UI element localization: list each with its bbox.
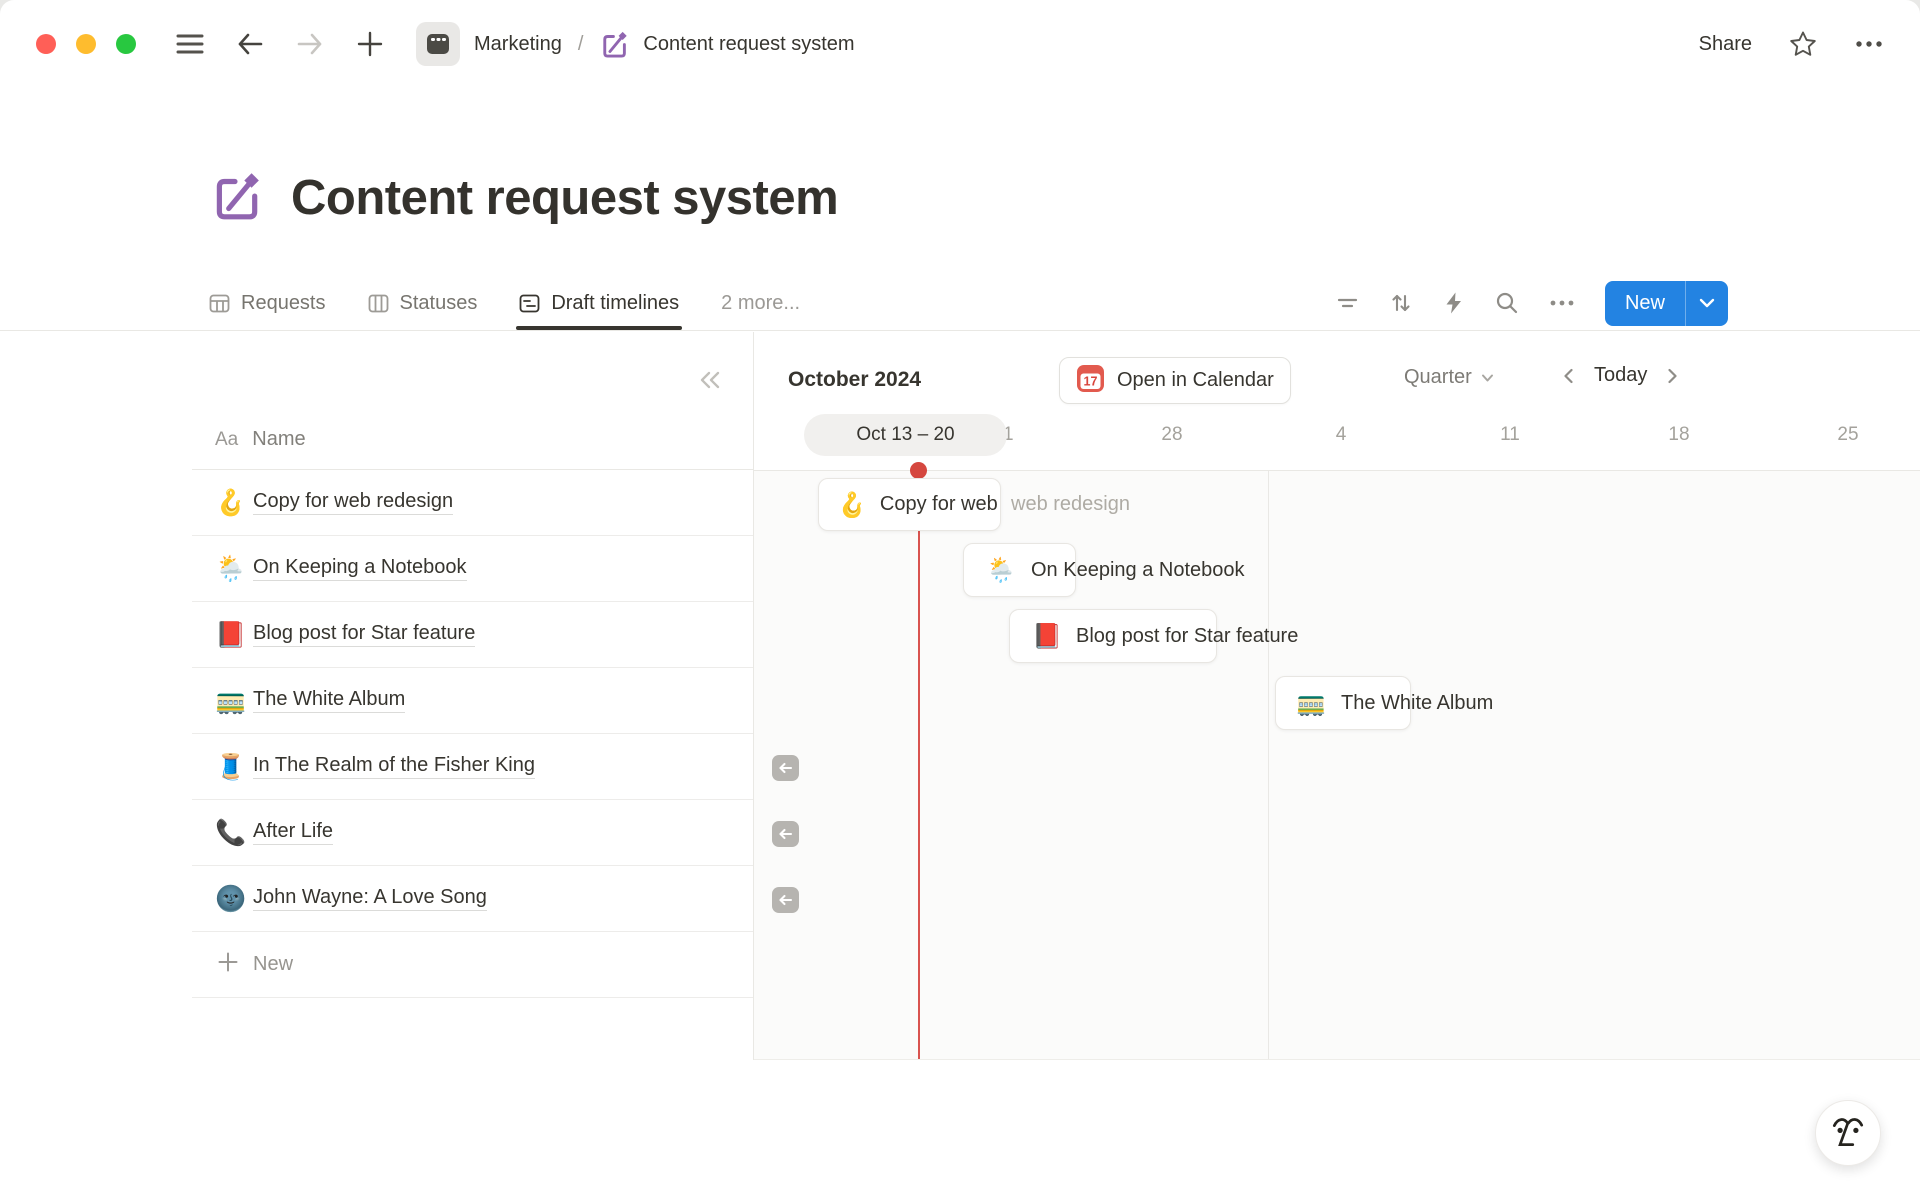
view-settings-icon[interactable] xyxy=(1549,299,1575,307)
table-row[interactable]: 🚃 The White Album xyxy=(192,668,753,734)
row-emoji-red-book: 📕 xyxy=(215,619,247,649)
plus-icon xyxy=(217,951,253,978)
automations-icon[interactable] xyxy=(1443,291,1465,315)
row-emoji-sun-rain-cloud: 🌦️ xyxy=(215,553,247,583)
new-button-label[interactable]: New xyxy=(1624,291,1665,314)
filter-icon[interactable] xyxy=(1336,292,1359,314)
name-column-header[interactable]: Aa Name xyxy=(192,410,753,470)
tick-label: 11 xyxy=(1500,424,1520,445)
previous-period-icon[interactable] xyxy=(1561,367,1576,385)
compose-page-icon xyxy=(599,29,629,59)
share-button[interactable]: Share xyxy=(1698,32,1752,55)
text-property-icon: Aa xyxy=(215,428,239,450)
back-icon[interactable] xyxy=(236,31,264,57)
card-emoji-red-book: 📕 xyxy=(1032,622,1062,650)
open-in-calendar-button[interactable]: 17 Open in Calendar xyxy=(1059,357,1291,404)
chevron-down-icon xyxy=(1481,374,1493,381)
tab-draft-timelines[interactable]: Draft timelines xyxy=(516,276,682,330)
sort-icon[interactable] xyxy=(1389,291,1413,315)
search-icon[interactable] xyxy=(1495,291,1519,315)
timeline-card[interactable]: 📕 xyxy=(1009,609,1217,663)
row-emoji-telephone: 📞 xyxy=(215,817,247,847)
card-emoji-tram-car: 🚃 xyxy=(1296,689,1326,717)
notion-ai-button[interactable] xyxy=(1815,1100,1881,1166)
row-emoji-hook: 🪝 xyxy=(215,487,247,517)
scroll-to-item-left-button[interactable] xyxy=(772,887,799,913)
today-marker-dot xyxy=(910,462,927,479)
row-title-link[interactable]: John Wayne: A Love Song xyxy=(253,886,487,911)
more-options-icon[interactable] xyxy=(1854,39,1884,49)
timeline-card[interactable]: 🌦️ xyxy=(963,543,1076,597)
timeline-canvas: web redesign 🪝 Copy for web redesign 🌦️ … xyxy=(754,462,1920,1060)
tab-requests[interactable]: Requests xyxy=(209,276,326,330)
new-record-button[interactable]: New xyxy=(1604,280,1728,326)
table-row[interactable]: 🪝 Copy for web redesign xyxy=(192,470,753,536)
new-page-icon[interactable] xyxy=(356,30,384,58)
breadcrumb-separator: / xyxy=(577,32,584,55)
window-controls xyxy=(36,34,136,54)
tab-more-views[interactable]: 2 more... xyxy=(721,291,801,314)
row-emoji-new-moon-face: 🌚 xyxy=(215,883,247,913)
tick-label: 28 xyxy=(1161,424,1183,445)
collapse-table-icon[interactable] xyxy=(697,368,723,397)
new-button-dropdown-chevron-icon[interactable] xyxy=(1686,281,1728,326)
month-gridline xyxy=(1268,471,1269,1059)
forward-icon[interactable] xyxy=(296,31,324,57)
tick-label: 18 xyxy=(1668,424,1690,445)
scroll-to-item-left-button[interactable] xyxy=(772,821,799,847)
ai-face-icon xyxy=(1832,1118,1864,1146)
tick-label: 4 xyxy=(1335,424,1347,445)
svg-text:17: 17 xyxy=(1084,374,1098,388)
timeline-zoom-select[interactable]: Quarter xyxy=(1404,366,1495,389)
page-title-icon[interactable] xyxy=(209,168,263,227)
timeline-month-label: October 2024 xyxy=(788,368,922,391)
view-tabs-bar: Requests Statuses Draft timelines 2 more… xyxy=(0,276,1920,331)
breadcrumb: Marketing / Content request system xyxy=(416,22,855,66)
today-button[interactable]: Today xyxy=(1594,364,1648,386)
table-row[interactable]: 🌚 John Wayne: A Love Song xyxy=(192,866,753,932)
close-window-button[interactable] xyxy=(36,34,56,54)
arrow-left-icon xyxy=(779,762,793,774)
breadcrumb-page[interactable]: Content request system xyxy=(643,32,855,55)
timeline-date-ticks: 21 28 4 11 18 25 Oct 13 – 20 xyxy=(754,414,1920,470)
card-overflow-text: web redesign xyxy=(1011,493,1130,515)
workspace-page-icon[interactable] xyxy=(416,22,460,66)
row-title-link[interactable]: After Life xyxy=(253,820,334,845)
next-period-icon[interactable] xyxy=(1665,367,1680,385)
today-line xyxy=(918,471,920,1059)
favorite-star-icon[interactable] xyxy=(1788,29,1818,59)
row-title-link[interactable]: The White Album xyxy=(253,688,406,713)
tick-label: 25 xyxy=(1837,424,1859,445)
add-new-row-button[interactable]: New xyxy=(192,932,753,998)
row-emoji-tram-car: 🚃 xyxy=(215,685,247,715)
row-emoji-thread: 🧵 xyxy=(215,751,247,781)
timeline-card[interactable]: 🪝 Copy for web redesign xyxy=(818,478,1001,531)
tab-statuses[interactable]: Statuses xyxy=(368,276,477,330)
name-column-label: Name xyxy=(252,428,306,450)
zoom-window-button[interactable] xyxy=(116,34,136,54)
timeline-view: October 2024 17 Open in Calendar Quarter… xyxy=(753,332,1920,1060)
table-row[interactable]: 📕 Blog post for Star feature xyxy=(192,602,753,668)
topbar: Marketing / Content request system Share xyxy=(0,0,1920,88)
table-row[interactable]: 🌦️ On Keeping a Notebook xyxy=(192,536,753,602)
breadcrumb-workspace[interactable]: Marketing xyxy=(474,32,562,55)
new-row-label: New xyxy=(253,953,294,975)
page-title: Content request system xyxy=(291,170,839,225)
table-row[interactable]: 📞 After Life xyxy=(192,800,753,866)
row-title-link[interactable]: Copy for web redesign xyxy=(253,490,454,515)
row-title-link[interactable]: Blog post for Star feature xyxy=(253,622,476,647)
sidebar-menu-icon[interactable] xyxy=(176,31,204,57)
visible-range-pill: Oct 13 – 20 xyxy=(804,414,1007,456)
row-title-link[interactable]: In The Realm of the Fisher King xyxy=(253,754,535,779)
card-emoji-hook: 🪝 xyxy=(837,490,867,519)
minimize-window-button[interactable] xyxy=(76,34,96,54)
table-row[interactable]: 🧵 In The Realm of the Fisher King xyxy=(192,734,753,800)
arrow-left-icon xyxy=(779,894,793,906)
scroll-to-item-left-button[interactable] xyxy=(772,755,799,781)
card-emoji-sun-rain-cloud: 🌦️ xyxy=(986,556,1016,584)
calendar-icon: 17 xyxy=(1076,364,1105,398)
arrow-left-icon xyxy=(779,828,793,840)
row-title-link[interactable]: On Keeping a Notebook xyxy=(253,556,467,581)
timeline-card[interactable]: 🚃 xyxy=(1275,676,1411,730)
